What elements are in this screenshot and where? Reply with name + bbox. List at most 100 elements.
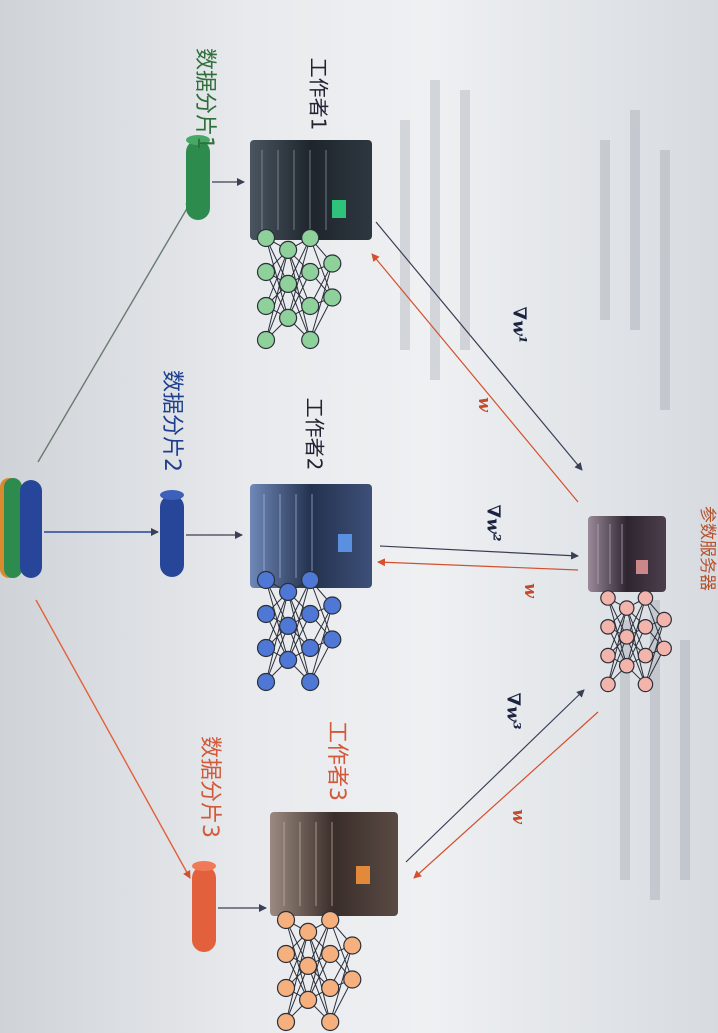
network-edge [644,619,665,685]
worker1-neural-network-icon [256,228,342,350]
network-node [256,672,276,692]
network-node [656,611,672,628]
network-edge [285,931,309,989]
network-node [256,262,276,282]
network-edge [285,931,309,1023]
background-text-texture [400,80,690,900]
network-node [343,936,362,955]
network-node [299,956,318,976]
gradient-label-1: ∇𝒘¹ [508,306,530,344]
worker3-neural-network-icon [276,910,362,1032]
network-edge [287,579,311,661]
network-edge [265,591,289,649]
parameter-server-neural-network-icon [600,590,672,693]
network-node [637,618,654,635]
parameter-server-label: 参数服务器 [697,506,717,591]
data-shard-3 [192,861,216,952]
network-node [637,676,654,693]
network-node [600,676,616,693]
network-node [279,240,298,259]
network-node [276,978,296,998]
network-edge [265,249,289,341]
network-node [279,582,298,602]
network-node [637,590,654,606]
network-node [321,910,340,930]
network-edge [307,919,331,1001]
network-edge [607,607,628,656]
network-edge [607,636,628,685]
worker2-label: 工作者2 [302,397,327,471]
source-to-shard3-line [35,599,191,879]
network-node [279,616,298,636]
network-node [256,570,276,590]
network-node [301,570,320,590]
worker2-neural-network-icon [256,570,342,692]
network-edge [329,945,353,1023]
worker2-push-gradient-arrow [379,545,579,560]
network-node [321,1012,340,1032]
source-to-shard1-line [37,199,193,463]
worker2-pull-weights-arrow [377,558,579,571]
network-edge [285,965,309,1023]
network-edge [309,263,333,341]
network-node [279,650,298,670]
worker3-push-gradient-arrow [405,689,585,863]
network-node [301,296,320,316]
network-node [656,640,672,657]
network-node [301,672,320,692]
network-node [321,944,340,964]
network-node [276,944,296,964]
network-node [276,1012,296,1032]
weight-label-1: 𝒘 [473,397,494,412]
network-edge [287,237,311,319]
network-node [299,990,318,1010]
network-edge [607,607,628,685]
worker2-server-icon [250,484,372,588]
network-node [323,596,342,615]
network-node [301,262,320,282]
network-node [256,296,276,316]
parameter-server-icon [588,516,666,592]
network-edge [626,597,646,666]
worker1-pull-weights-arrow [371,253,579,503]
data-shard-1 [186,135,210,220]
data-shard-2 [160,490,184,577]
network-node [637,647,654,664]
network-edge [265,249,289,307]
gradient-label-2: ∇𝒘² [482,504,504,542]
worker3-server-icon [270,812,398,916]
network-edge [265,283,289,341]
network-node [301,604,320,624]
network-node [323,630,342,649]
network-edge [265,591,289,683]
network-node [256,330,276,350]
shard2-label: 数据分片2 [159,370,184,472]
worker3-pull-weights-arrow [413,711,599,879]
network-node [301,638,320,658]
network-node [279,274,298,293]
network-node [343,970,362,989]
network-node [321,978,340,998]
weight-label-2: 𝒘 [519,583,540,598]
weight-label-3: 𝒘 [507,809,528,824]
network-node [301,228,320,248]
network-node [301,330,320,350]
network-node [299,922,318,942]
network-node [600,647,616,664]
network-node [618,629,635,645]
network-node [618,657,635,674]
shard1-label: 数据分片1 [192,48,217,150]
network-node [256,604,276,624]
worker3-label: 工作者3 [324,721,349,801]
network-node [600,618,616,635]
network-node [323,254,342,273]
network-node [256,228,276,248]
network-edge [309,605,333,683]
worker1-label: 工作者1 [306,57,331,131]
network-node [276,910,296,930]
network-node [618,600,635,616]
network-node [256,638,276,658]
network-edge [265,625,289,683]
